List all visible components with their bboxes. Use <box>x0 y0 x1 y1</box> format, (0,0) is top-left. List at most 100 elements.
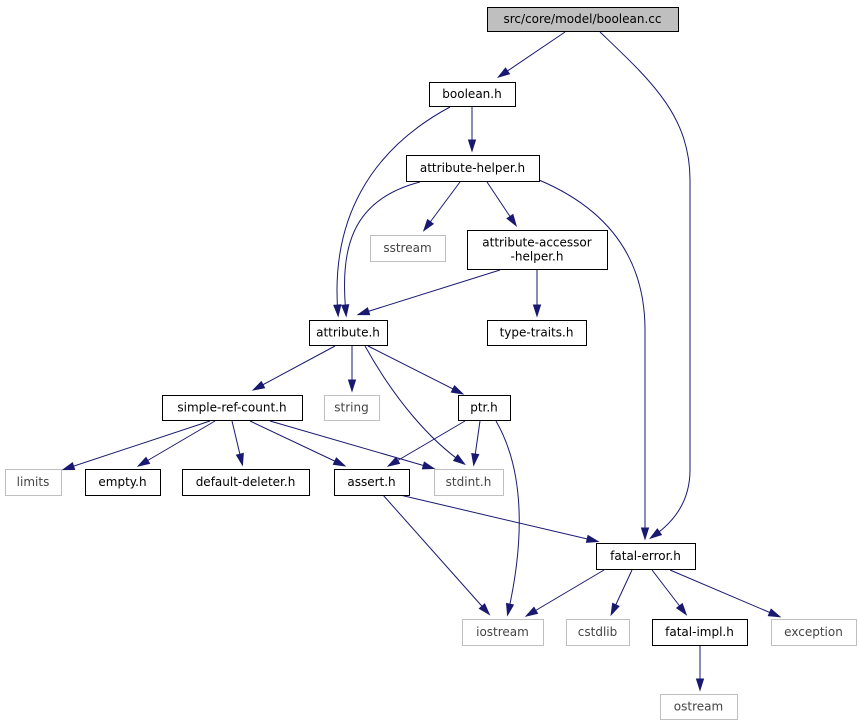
edge-attribute-h-to-simple-ref-count-h <box>251 345 336 391</box>
edge-arrowhead <box>356 307 371 316</box>
edge-arrowhead <box>506 213 518 228</box>
node-box <box>487 320 587 346</box>
node-stdint-h: stdint.h <box>434 469 504 496</box>
node-attribute-helper-h[interactable]: attribute-helper.h <box>406 155 540 182</box>
node-label: exception <box>784 625 843 639</box>
edge-fatal-error-h-to-iostream <box>524 569 605 617</box>
node-label: ostream <box>674 700 723 714</box>
edge-attribute-accessor-helper-h-to-type-traits-h <box>532 270 542 318</box>
node-iostream: iostream <box>462 619 544 646</box>
node-fatal-error-h[interactable]: fatal-error.h <box>596 543 696 570</box>
edge-ptr-h-to-stdint-h <box>471 420 481 467</box>
node-boolean-cc[interactable]: src/core/model/boolean.cc <box>487 7 679 32</box>
node-box <box>434 469 504 496</box>
edge-fatal-error-h-to-cstdlib <box>610 569 633 617</box>
node-label: attribute-accessor <box>482 236 591 250</box>
node-box <box>85 469 161 496</box>
node-label: src/core/model/boolean.cc <box>504 12 662 26</box>
node-simple-ref-count-h[interactable]: simple-ref-count.h <box>162 395 303 421</box>
edge-arrowhead <box>333 304 342 318</box>
edge-attribute-helper-h-to-attribute-accessor-helper-h <box>486 181 518 228</box>
edge-arrowhead <box>610 602 620 617</box>
edge-line <box>364 345 464 464</box>
edge-arrowhead <box>467 139 477 153</box>
node-default-deleter-h[interactable]: default-deleter.h <box>182 469 310 496</box>
edge-simple-ref-count-h-to-stdint-h <box>269 420 436 470</box>
edge-line <box>269 420 433 469</box>
edge-simple-ref-count-h-to-empty-h <box>136 420 216 467</box>
node-label: sstream <box>383 241 431 255</box>
edge-boolean-cc-to-fatal-error-h <box>599 31 691 540</box>
edge-simple-ref-count-h-to-limits <box>61 420 211 471</box>
edge-simple-ref-count-h-to-assert-h <box>249 420 347 467</box>
edge-line <box>367 345 462 394</box>
node-type-traits-h[interactable]: type-traits.h <box>487 320 587 346</box>
edge-simple-ref-count-h-to-default-deleter-h <box>231 420 244 467</box>
edge-arrowhead <box>649 528 663 540</box>
node-box <box>324 395 380 421</box>
node-box <box>406 155 540 182</box>
edge-attribute-h-to-stdint-h <box>364 345 466 466</box>
edge-arrowhead <box>421 461 436 470</box>
node-box <box>429 82 516 107</box>
edge-arrowhead <box>532 304 542 318</box>
node-fatal-impl-h[interactable]: fatal-impl.h <box>652 619 748 646</box>
node-box <box>771 619 857 646</box>
edge-arrowhead <box>386 456 401 467</box>
edge-assert-h-to-iostream <box>382 494 491 616</box>
node-label: stdint.h <box>446 475 492 489</box>
node-label: empty.h <box>98 475 146 489</box>
edge-line <box>499 31 566 77</box>
edge-arrowhead <box>422 218 435 232</box>
edges-layer <box>61 31 782 692</box>
node-attribute-accessor-helper-h[interactable]: attribute-accessor-helper.h <box>467 230 608 270</box>
node-box <box>596 543 696 570</box>
node-string: string <box>324 395 380 421</box>
edge-arrowhead <box>471 453 480 467</box>
edge-arrowhead <box>251 380 266 391</box>
node-box <box>5 469 62 496</box>
edge-line <box>527 569 605 616</box>
node-label: fatal-error.h <box>610 549 681 563</box>
node-label: boolean.h <box>442 87 501 101</box>
node-ptr-h[interactable]: ptr.h <box>458 395 511 421</box>
node-label: limits <box>17 475 50 489</box>
node-label: type-traits.h <box>500 326 574 340</box>
node-label: attribute.h <box>316 326 380 340</box>
node-label: simple-ref-count.h <box>177 401 286 415</box>
node-label: cstdlib <box>578 625 617 639</box>
edge-attribute-helper-h-to-attribute-h <box>341 181 421 318</box>
edge-boolean-h-to-attribute-h <box>333 106 451 318</box>
edge-arrowhead <box>675 602 688 616</box>
node-empty-h[interactable]: empty.h <box>85 469 161 496</box>
edge-arrowhead <box>505 602 515 617</box>
edge-arrowhead <box>767 608 782 618</box>
node-box <box>334 469 410 496</box>
node-label: ptr.h <box>470 401 498 415</box>
edge-line <box>359 269 501 315</box>
node-box <box>182 469 310 496</box>
node-assert-h[interactable]: assert.h <box>334 469 410 496</box>
node-box <box>462 619 544 646</box>
node-label: iostream <box>476 625 529 639</box>
nodes-layer: src/core/model/boolean.cc boolean.h attrib… <box>5 7 857 720</box>
edge-arrowhead <box>136 456 151 467</box>
edge-boolean-h-to-attribute-helper-h <box>467 107 477 153</box>
node-box <box>652 619 748 646</box>
node-attribute-h[interactable]: attribute.h <box>309 320 388 346</box>
edge-arrowhead <box>235 452 244 467</box>
edge-fatal-error-h-to-fatal-impl-h <box>651 569 688 616</box>
edge-arrowhead <box>347 379 357 393</box>
node-boolean-h[interactable]: boolean.h <box>429 82 516 107</box>
node-box <box>660 694 738 720</box>
edge-ptr-h-to-assert-h <box>386 420 466 467</box>
edge-arrowhead <box>640 527 650 541</box>
node-label: attribute-helper.h <box>420 161 525 175</box>
edge-attribute-helper-h-to-sstream <box>422 181 461 232</box>
node-box <box>487 7 679 32</box>
edge-line <box>538 179 646 537</box>
edge-attribute-accessor-helper-h-to-attribute-h <box>356 269 501 316</box>
node-limits: limits <box>5 469 62 496</box>
edge-arrowhead <box>452 454 466 466</box>
